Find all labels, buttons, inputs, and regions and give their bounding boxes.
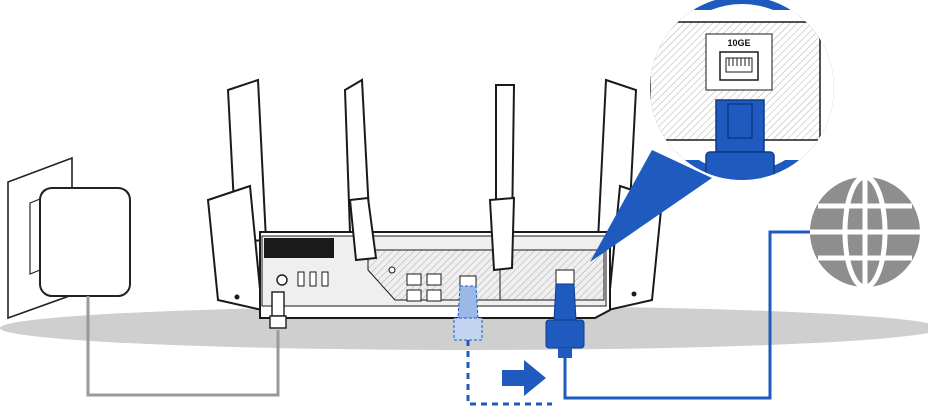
lan-ports	[406, 273, 442, 302]
power-adapter-icon	[7, 156, 131, 320]
globe-icon	[810, 174, 920, 290]
router-icon	[206, 78, 664, 319]
rj45-plug-icon	[453, 285, 483, 341]
zoom-wedge	[590, 150, 712, 262]
power-plug	[269, 291, 287, 329]
power-cable	[86, 296, 280, 397]
zoom-port-label: 10GE	[727, 38, 750, 48]
internet-cable	[563, 230, 818, 400]
zoom-callout: 10GE	[650, 0, 834, 180]
rj45-plug-active	[545, 283, 585, 358]
arrow-right-icon	[502, 360, 546, 396]
